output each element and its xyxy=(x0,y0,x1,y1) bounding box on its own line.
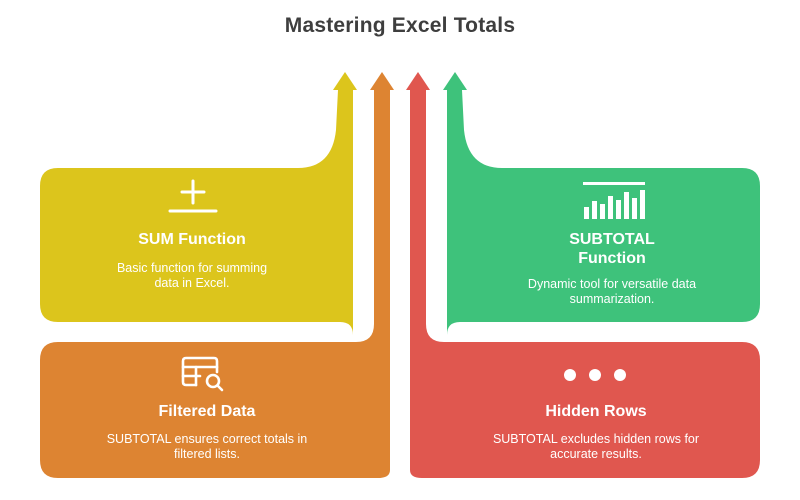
hidden-card: Hidden Rows SUBTOTAL excludes hidden row… xyxy=(448,402,744,462)
plus-minus-icon xyxy=(168,179,218,213)
subtotal-card-title: SUBTOTAL Function xyxy=(569,231,655,267)
sum-card-shape xyxy=(40,72,357,335)
sum-card: SUM Function Basic function for summing … xyxy=(62,230,322,291)
hidden-arrow-head xyxy=(406,72,430,90)
page-title: Mastering Excel Totals xyxy=(284,14,516,37)
hidden-card-title: Hidden Rows xyxy=(545,403,647,420)
filtered-arrow-head xyxy=(370,72,394,90)
subtotal-card: SUBTOTAL Function Dynamic tool for versa… xyxy=(480,230,744,307)
filtered-card-description: SUBTOTAL ensures correct totals in filte… xyxy=(106,432,308,461)
hidden-card-description: SUBTOTAL excludes hidden rows for accura… xyxy=(492,432,700,461)
bar-chart-icon xyxy=(583,182,645,219)
sum-card-description: Basic function for summing data in Excel… xyxy=(116,261,268,290)
hidden-card-shape xyxy=(406,72,760,478)
sum-arrow-head xyxy=(333,72,357,90)
filtered-card-title: Filtered Data xyxy=(158,403,256,420)
filtered-card-shape xyxy=(40,72,394,478)
subtotal-card-description: Dynamic tool for versatile data summariz… xyxy=(527,277,697,306)
ellipsis-icon xyxy=(564,369,626,381)
subtotal-arrow-head xyxy=(443,72,467,90)
sum-card-title: SUM Function xyxy=(138,231,246,248)
filtered-card: Filtered Data SUBTOTAL ensures correct t… xyxy=(62,402,352,462)
table-search-icon xyxy=(181,356,224,392)
